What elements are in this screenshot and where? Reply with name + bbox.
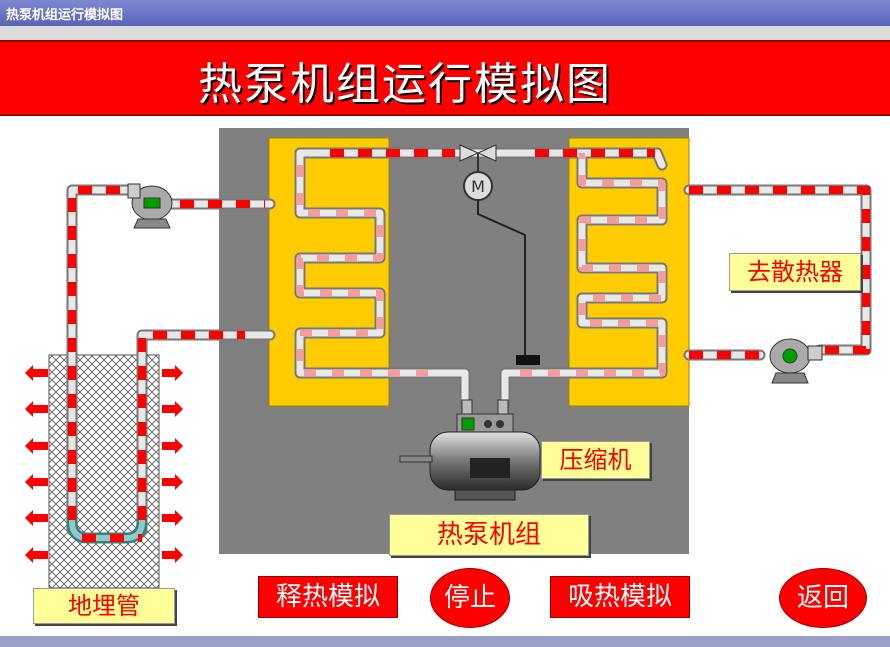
radiator-loop-pump	[769, 338, 823, 384]
compressor-motor	[399, 399, 541, 501]
page-title: 热泵机组运行模拟图	[198, 59, 612, 110]
back-button[interactable]: 返回	[779, 568, 867, 628]
svg-text:M: M	[471, 177, 485, 196]
heat-pump-unit-label: 热泵机组	[389, 514, 589, 556]
banner: 热泵机组运行模拟图	[0, 40, 890, 116]
expansion-valve: M	[459, 144, 540, 365]
heat-arrows-left	[25, 365, 48, 563]
ground-pipe-label: 地埋管	[33, 588, 175, 624]
heat-arrows-right	[162, 365, 183, 563]
window-title: 热泵机组运行模拟图	[6, 8, 124, 23]
status-strip	[0, 636, 890, 647]
radiator-label: 去散热器	[729, 253, 861, 291]
release-heat-button[interactable]: 释热模拟	[258, 576, 398, 618]
ground-loop-pump	[127, 183, 173, 229]
flow-markers	[68, 149, 870, 542]
coil-flow-markers	[297, 153, 665, 376]
toolbar-strip	[0, 26, 890, 40]
absorb-heat-button[interactable]: 吸热模拟	[550, 576, 690, 618]
left-exchanger-box	[268, 137, 390, 407]
window-titlebar: 热泵机组运行模拟图	[0, 0, 890, 26]
stop-button[interactable]: 停止	[430, 568, 510, 628]
compressor-label: 压缩机	[541, 441, 650, 479]
process-diagram: M	[25, 128, 872, 589]
